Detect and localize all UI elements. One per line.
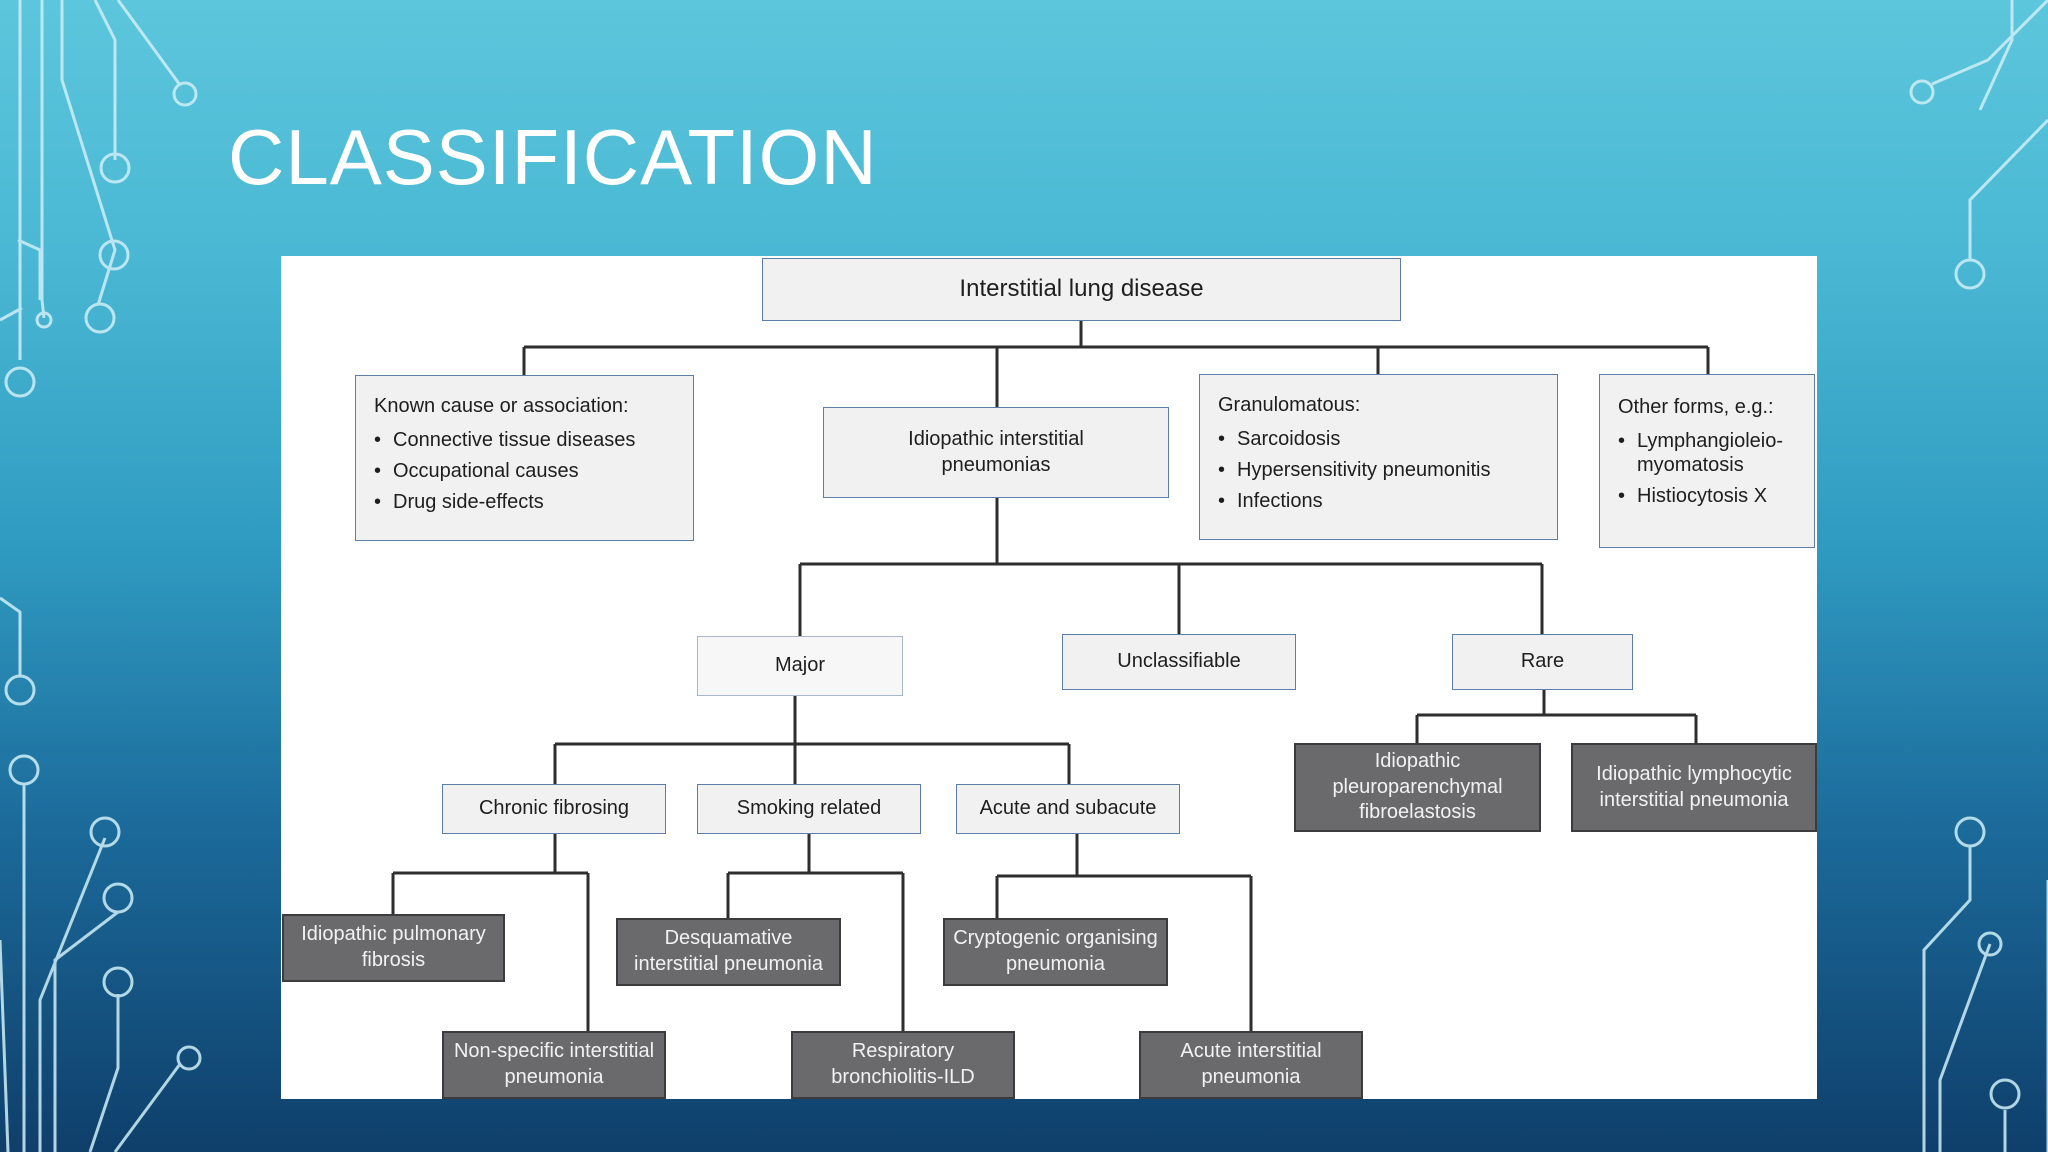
list-item: Sarcoidosis: [1218, 427, 1547, 451]
aip-node: Acute interstitial pneumonia: [1139, 1031, 1363, 1099]
cop-node: Cryptogenic organising pneumonia: [943, 918, 1168, 986]
unclassifiable-node: Unclassifiable: [1062, 634, 1296, 690]
slide-title: CLASSIFICATION: [228, 113, 878, 201]
granulomatous-heading: Granulomatous:: [1218, 394, 1361, 416]
ppfe-node: Idiopathic pleuroparenchymal fibroelasto…: [1294, 743, 1541, 832]
other-forms-node: Other forms, e.g.: Lymphangioleio-myomat…: [1599, 374, 1815, 548]
ipf-node: Idiopathic pulmonary fibrosis: [282, 914, 505, 982]
tree-connectors: [391, 321, 1710, 1031]
list-item: Drug side-effects: [374, 490, 683, 514]
nsip-node: Non-specific interstitial pneumonia: [442, 1031, 666, 1099]
known-cause-heading: Known cause or association:: [374, 395, 629, 417]
chronic-fibrosing-node: Chronic fibrosing: [442, 784, 666, 834]
rbild-node: Respiratory bronchiolitis-ILD: [791, 1031, 1015, 1099]
list-item: Histiocytosis X: [1618, 484, 1804, 508]
list-item: Lymphangioleio-myomatosis: [1618, 429, 1804, 477]
major-node: Major: [697, 636, 903, 696]
other-forms-heading: Other forms, e.g.:: [1618, 396, 1774, 418]
dip-node: Desquamative interstitial pneumonia: [616, 918, 841, 986]
smoking-related-node: Smoking related: [697, 784, 921, 834]
acute-subacute-node: Acute and subacute: [956, 784, 1180, 834]
list-item: Occupational causes: [374, 459, 683, 483]
lip-node: Idiopathic lymphocytic interstitial pneu…: [1571, 743, 1817, 832]
known-cause-node: Known cause or association: Connective t…: [355, 375, 694, 541]
list-item: Hypersensitivity pneumonitis: [1218, 458, 1547, 482]
granulomatous-node: Granulomatous: Sarcoidosis Hypersensitiv…: [1199, 374, 1558, 540]
root-node: Interstitial lung disease: [762, 258, 1401, 321]
diagram-panel: Interstitial lung disease Known cause or…: [281, 256, 1817, 1099]
list-item: Infections: [1218, 489, 1547, 513]
list-item: Connective tissue diseases: [374, 428, 683, 452]
rare-node: Rare: [1452, 634, 1633, 690]
idiopathic-node: Idiopathic interstitial pneumonias: [823, 407, 1169, 498]
